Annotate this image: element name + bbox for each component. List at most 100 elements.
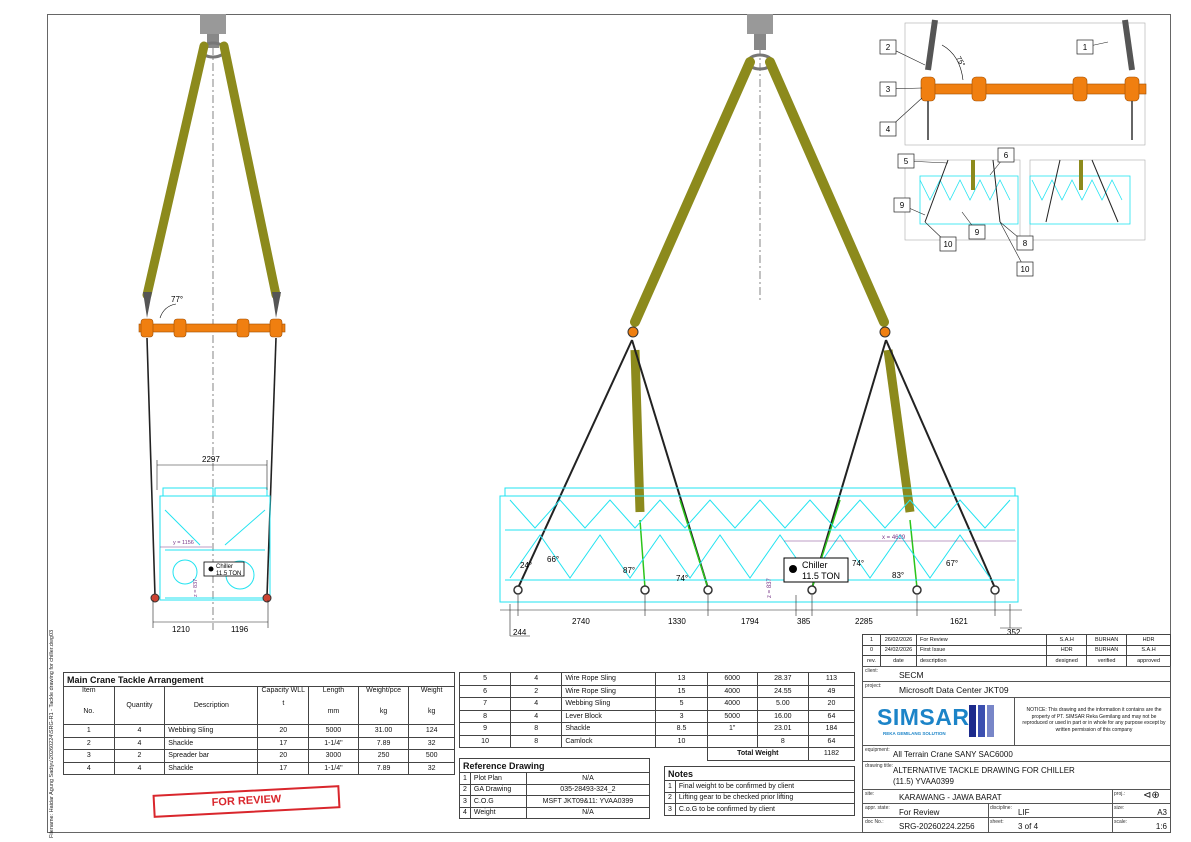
col-description: Description xyxy=(164,686,259,725)
callout-number: 1 xyxy=(1083,43,1088,52)
col-item: Item xyxy=(82,687,96,694)
callout-number: 8 xyxy=(1023,239,1028,248)
revision-cell: 0 xyxy=(862,644,881,656)
client-value: SECM xyxy=(899,670,924,680)
table-cell: 15 xyxy=(655,684,708,698)
table-cell: 6 xyxy=(458,684,512,698)
table-cell: Weight xyxy=(469,806,527,819)
size-label: size: xyxy=(1114,805,1125,811)
webbing-sling xyxy=(630,349,645,513)
logo-notice-row: SIMSAR REKA GEMILANG SOLUTION NOTICE: Th… xyxy=(862,698,1171,746)
sheet-value: 3 of 4 xyxy=(1018,822,1039,831)
revision-cell: For Review xyxy=(915,634,1048,646)
dim-label: 1330 xyxy=(668,617,686,626)
table-cell: GA Drawing xyxy=(469,783,527,796)
angle-label: 67° xyxy=(946,559,958,568)
callout-9: 9 xyxy=(893,197,926,216)
table-cell: Final weight to be confirmed by client xyxy=(674,780,856,793)
table-cell: 4000 xyxy=(706,684,758,698)
callout-number: 9 xyxy=(975,228,980,237)
col-weight-unit: kg xyxy=(427,708,436,715)
revision-cell: S.A.H xyxy=(1046,634,1088,646)
dim-label: 352 xyxy=(1007,628,1021,637)
table-cell: 5 xyxy=(458,672,512,686)
angle-label: 83° xyxy=(892,571,904,580)
table-cell: 16.00 xyxy=(756,709,809,723)
col-length: Length xyxy=(322,687,345,694)
callout-number: 10 xyxy=(944,240,953,249)
webbing-sling xyxy=(142,41,209,300)
dim-label: 244 xyxy=(513,628,527,637)
table-cell: Shackle xyxy=(164,761,259,775)
table-cell: 31.00 xyxy=(357,724,410,738)
reference-title: Reference Drawing xyxy=(459,758,650,773)
revision-cell: BURHAN xyxy=(1086,634,1128,646)
callout-number: 9 xyxy=(900,201,905,210)
table-cell: 2 xyxy=(459,783,471,796)
chiller-front xyxy=(499,487,1019,603)
scale-label: scale: xyxy=(1114,819,1128,825)
table-cell: 113 xyxy=(807,672,856,686)
dim-left: 1210 xyxy=(172,625,190,634)
angle-label: 24° xyxy=(520,561,532,570)
dim-width: 2297 xyxy=(202,455,220,464)
table-cell: 250 xyxy=(357,749,410,763)
table-cell: 8 xyxy=(510,722,563,736)
dim-label: 1794 xyxy=(741,617,759,626)
detail-angle: 75° xyxy=(954,55,966,68)
revision-header-cell: verified xyxy=(1086,655,1128,667)
callout-number: 3 xyxy=(886,85,891,94)
chiller-side xyxy=(159,487,271,601)
table-cell: 2 xyxy=(664,791,676,804)
col-capacity-unit: t xyxy=(282,700,285,707)
project-value: Microsoft Data Center JKT09 xyxy=(899,685,1009,695)
table-cell: 5 xyxy=(655,697,708,711)
discipline-label: discipline: xyxy=(990,805,1012,811)
col-quantity: Quantity xyxy=(113,686,166,725)
revision-cell: First Issue xyxy=(915,644,1048,656)
revision-header-cell: description xyxy=(915,655,1048,667)
front-dims: 244 2740 1330 1794 385 2285 1621 352 xyxy=(513,617,1021,637)
table-cell: Shackle xyxy=(561,722,657,736)
table-cell: 7.89 xyxy=(357,761,410,775)
dim-label: 385 xyxy=(797,617,811,626)
table-cell: 4 xyxy=(113,736,166,750)
table-cell: 7 xyxy=(458,697,512,711)
projection-symbol-icon: ⊲⊕ xyxy=(1143,790,1160,801)
table-cell: 2 xyxy=(113,749,166,763)
doc-label: doc No.: xyxy=(865,819,884,825)
sheet-label: sheet: xyxy=(990,819,1004,825)
revision-cell: 26/02/2026 xyxy=(879,634,917,646)
table-cell: 4 xyxy=(63,761,115,775)
table-cell: 8 xyxy=(458,709,512,723)
table-cell: Shackle xyxy=(164,736,259,750)
revision-cell: S.A.H xyxy=(1126,644,1171,656)
table-cell: 124 xyxy=(408,724,455,738)
table-cell: Webbing Sling xyxy=(164,724,259,738)
callout-number: 4 xyxy=(886,125,891,134)
col-weight-pce: Weight/pce xyxy=(366,687,401,694)
site-label: site: xyxy=(865,791,875,797)
scale-value: 1:6 xyxy=(1155,822,1167,831)
appr-label: appr. state: xyxy=(865,805,890,811)
revision-cell: 24/02/2026 xyxy=(879,644,917,656)
revision-cell: BURHAN xyxy=(1086,644,1128,656)
table-cell: 9 xyxy=(458,722,512,736)
table-cell: 10 xyxy=(655,734,708,748)
table-cell: 20 xyxy=(257,749,310,763)
front-view: x = 4629 z = 837 Chiller 11.5 TON 24° 66… xyxy=(499,14,1022,637)
table-cell: 4 xyxy=(510,709,563,723)
table-cell: 1-1/4" xyxy=(308,736,359,750)
